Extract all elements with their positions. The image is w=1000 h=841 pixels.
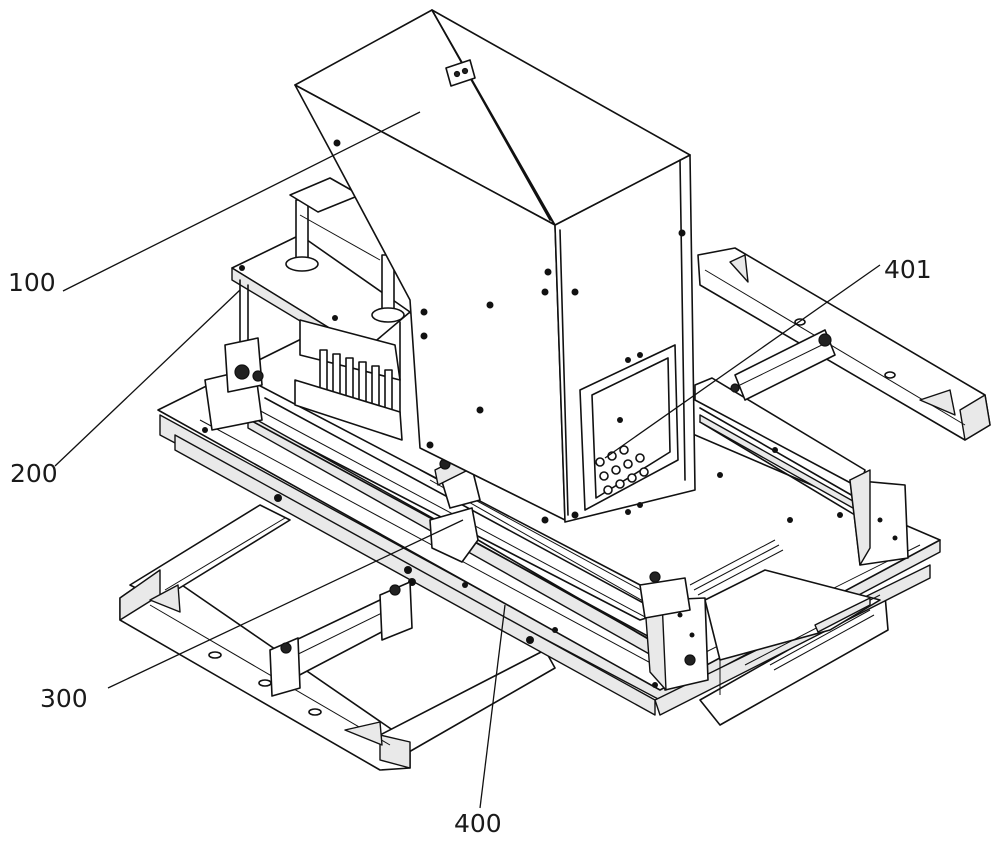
label-200: 200 bbox=[10, 459, 58, 488]
label-400: 400 bbox=[454, 809, 502, 838]
label-401: 401 bbox=[884, 255, 932, 284]
leader-400 bbox=[479, 604, 506, 809]
lower-right-frame bbox=[697, 247, 991, 726]
leader-lines bbox=[54, 111, 881, 809]
hopper-enclosure-100 bbox=[294, 9, 696, 524]
pipetting-head-200 bbox=[204, 177, 411, 441]
label-300: 300 bbox=[40, 684, 88, 713]
leader-200 bbox=[54, 289, 241, 467]
left-cylinder bbox=[269, 581, 413, 697]
label-100: 100 bbox=[8, 268, 56, 297]
leader-300 bbox=[107, 519, 464, 689]
end-brackets bbox=[639, 469, 909, 691]
leader-401 bbox=[604, 264, 881, 459]
platform-hatch-marks bbox=[689, 539, 875, 671]
under-slide-table bbox=[704, 569, 881, 695]
right-cylinder bbox=[730, 329, 836, 401]
leader-100 bbox=[62, 111, 421, 292]
lower-left-frame bbox=[119, 504, 556, 771]
callout-labels: 100 200 300 400 401 bbox=[8, 255, 932, 838]
